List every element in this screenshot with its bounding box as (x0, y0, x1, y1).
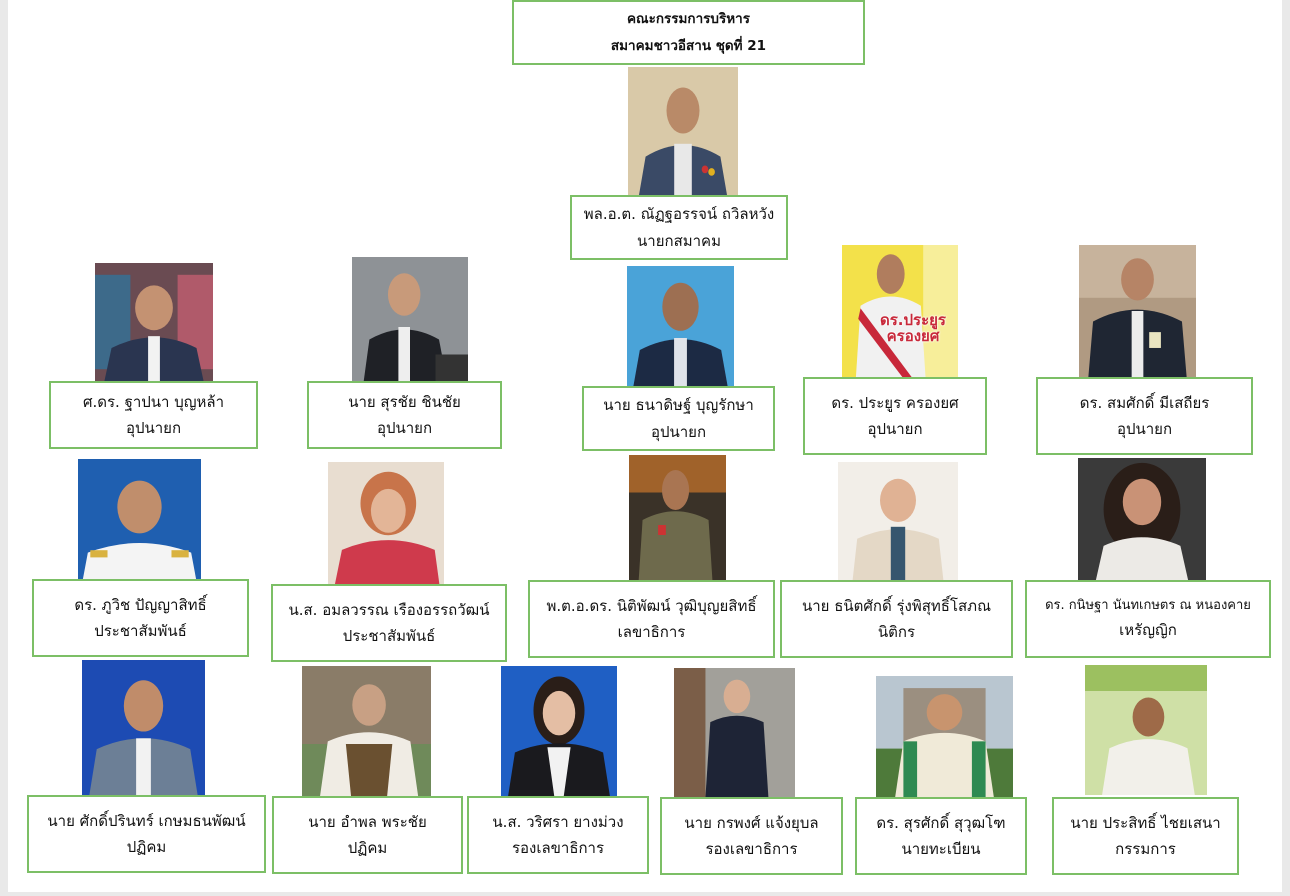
member-name: นาย ศักดิ์ปรินทร์ เกษมธนพัฒน์ (47, 811, 246, 830)
member-role: นิติกร (877, 623, 916, 641)
member-card: ศ.ดร. ฐาปนา บุญหล้า อุปนายก (49, 381, 258, 449)
member-card: ดร. สุรศักดิ์ สุวุฒโฑ นายทะเบียน (855, 797, 1027, 875)
member-role: ประชาสัมพันธ์ (94, 622, 187, 640)
member-card: นาย สุรชัย ชินชัย อุปนายก (307, 381, 502, 449)
member-card: นาย กรพงศ์ แจ้งยุบล รองเลขาธิการ (660, 797, 843, 875)
photo-caption: ครองยศ (886, 326, 940, 345)
chart-title-line2: สมาคมชาวอีสาน ชุดที่ 21 (610, 37, 767, 54)
member-photo (838, 462, 958, 582)
member-name: นาย กรพงศ์ แจ้งยุบล (684, 813, 819, 832)
member-name: ศ.ดร. ฐาปนา บุญหล้า (82, 392, 225, 411)
member-card: นาย ธนิตศักดิ์ รุ่งพิสุทธิ์โสภณ นิติกร (780, 580, 1013, 658)
member-name: นาย สุรชัย ชินชัย (348, 392, 461, 411)
member-photo (501, 666, 617, 797)
member-role: รองเลขาธิการ (511, 839, 605, 857)
member-name: ดร. สุรศักดิ์ สุวุฒโฑ (876, 813, 1006, 832)
chart-title-line1: คณะกรรมการบริหาร (627, 10, 750, 27)
president-card: พล.อ.ต. ณัฏฐอรรจน์ ถวิลหวัง นายกสมาคม (570, 195, 788, 260)
member-photo (1079, 245, 1196, 377)
member-role: ปฏิคม (347, 839, 388, 857)
president-photo (628, 67, 738, 195)
member-role: รองเลขาธิการ (705, 840, 798, 858)
member-role: อุปนายก (376, 419, 433, 437)
member-photo (328, 462, 444, 584)
member-photo (78, 459, 201, 579)
member-name: พ.ต.อ.ดร. นิติพัฒน์ วุฒิบุญยสิทธิ์ (546, 596, 757, 615)
member-name: น.ส. วริศรา ยางม่วง (492, 812, 624, 831)
member-card: พ.ต.อ.ดร. นิติพัฒน์ วุฒิบุญยสิทธิ์ เลขาธ… (528, 580, 775, 658)
photo-caption: ดร.ประยูร (880, 311, 946, 329)
member-card: ดร. กนิษฐา นันทเกษตร ณ หนองคาย เหรัญญิก (1025, 580, 1271, 658)
member-name: นาย ธนิตศักดิ์ รุ่งพิสุทธิ์โสภณ (802, 596, 991, 615)
president-role: นายกสมาคม (637, 231, 721, 250)
member-card: ดร. สมศักดิ์ มีเสถียร อุปนายก (1036, 377, 1253, 455)
member-photo (352, 257, 468, 382)
member-card: ดร. ภูวิช ปัญญาสิทธิ์ ประชาสัมพันธ์ (32, 579, 249, 657)
member-name: ดร. ภูวิช ปัญญาสิทธิ์ (74, 595, 207, 614)
member-role: กรรมการ (1115, 840, 1176, 858)
member-photo: ดร.ประยูร ครองยศ (842, 245, 958, 377)
member-name: ดร. ประยูร ครองยศ (831, 393, 959, 412)
member-photo (82, 660, 205, 795)
member-card: นาย ธนาดิษฐ์ บุญรักษา อุปนายก (582, 386, 775, 451)
chart-title-box: คณะกรรมการบริหาร สมาคมชาวอีสาน ชุดที่ 21 (512, 0, 865, 65)
member-name: นาย ประสิทธิ์ ไชยเสนา (1070, 813, 1221, 832)
member-role: เหรัญญิก (1119, 621, 1177, 640)
member-photo (302, 666, 431, 796)
member-name: ดร. กนิษฐา นันทเกษตร ณ หนองคาย (1045, 597, 1251, 613)
member-card: น.ส. อมลวรรณ เรืองอรรถวัฒน์ ประชาสัมพันธ… (271, 584, 507, 662)
member-name: นาย ธนาดิษฐ์ บุญรักษา (603, 396, 754, 415)
member-photo (1078, 458, 1206, 580)
member-role: เลขาธิการ (617, 623, 686, 641)
member-role: นายทะเบียน (901, 840, 981, 858)
member-photo (95, 263, 213, 381)
member-card: นาย ประสิทธิ์ ไชยเสนา กรรมการ (1052, 797, 1239, 875)
member-role: อุปนายก (650, 422, 707, 441)
member-photo (627, 266, 734, 386)
member-name: นาย อำพล พระชัย (308, 812, 427, 831)
member-card: นาย ศักดิ์ปรินทร์ เกษมธนพัฒน์ ปฏิคม (27, 795, 266, 873)
member-role: อุปนายก (125, 419, 182, 437)
member-card: ดร. ประยูร ครองยศ อุปนายก (803, 377, 987, 455)
member-photo (1085, 665, 1207, 795)
member-name: น.ส. อมลวรรณ เรืองอรรถวัฒน์ (288, 600, 490, 619)
member-photo (876, 676, 1013, 797)
member-role: ปฏิคม (126, 838, 167, 856)
member-role: ประชาสัมพันธ์ (342, 627, 436, 645)
member-card: นาย อำพล พระชัย ปฏิคม (272, 796, 463, 874)
member-card: น.ส. วริศรา ยางม่วง รองเลขาธิการ (467, 796, 649, 874)
president-name: พล.อ.ต. ณัฏฐอรรจน์ ถวิลหวัง (583, 205, 775, 224)
member-name: ดร. สมศักดิ์ มีเสถียร (1079, 393, 1210, 412)
member-role: อุปนายก (867, 420, 923, 438)
member-photo (674, 668, 795, 797)
member-role: อุปนายก (1116, 420, 1173, 438)
member-photo (629, 455, 726, 580)
